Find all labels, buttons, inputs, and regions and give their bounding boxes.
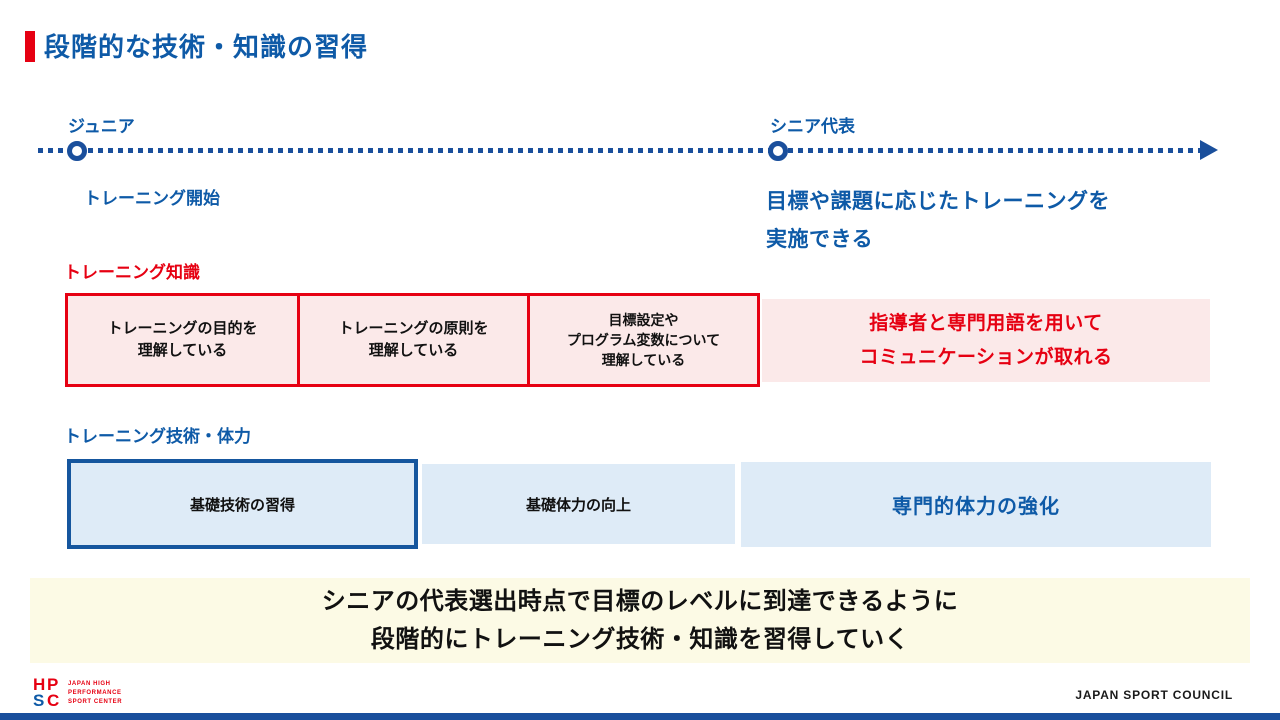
knowledge-stage-box: トレーニングの原則を 理解している <box>297 293 530 387</box>
knowledge-goal-box: 指導者と専門用語を用いて コミュニケーションが取れる <box>762 299 1210 382</box>
hpsc-logo: H P S C JAPAN HIGH PERFORMANCE SPORT CEN… <box>33 675 122 710</box>
timeline-junior-caption: トレーニング開始 <box>84 189 220 208</box>
timeline-senior-node-icon <box>768 141 788 161</box>
logo-letter-p: P <box>47 675 59 694</box>
skills-stage-box: 基礎体力の向上 <box>422 464 735 544</box>
skills-section-heading: トレーニング技術・体力 <box>64 427 251 446</box>
logo-tagline-line: SPORT CENTER <box>68 699 123 705</box>
knowledge-stage-row: トレーニングの目的を 理解している トレーニングの原則を 理解している 目標設定… <box>65 293 760 387</box>
timeline-dotted-line <box>38 148 1200 153</box>
knowledge-section-heading: トレーニング知識 <box>64 263 200 282</box>
knowledge-stage-box: 目標設定や プログラム変数について 理解している <box>527 293 760 387</box>
page-title: 段階的な技術・知識の習得 <box>44 32 369 62</box>
logo-tagline-line: PERFORMANCE <box>68 690 122 696</box>
skills-stage-box: 基礎技術の習得 <box>67 459 418 549</box>
skills-goal-box: 専門的体力の強化 <box>741 462 1211 547</box>
timeline-senior-label: シニア代表 <box>770 117 855 136</box>
logo-tagline-line: JAPAN HIGH <box>68 681 111 687</box>
logo-letter-s: S <box>33 691 45 710</box>
hpsc-logo-letters: H P S C <box>33 675 61 710</box>
timeline-junior-label: ジュニア <box>68 117 135 136</box>
org-name: JAPAN SPORT COUNCIL <box>1075 688 1233 702</box>
summary-banner: シニアの代表選出時点で目標のレベルに到達できるように 段階的にトレーニング技術・… <box>30 578 1250 663</box>
hpsc-logo-tagline: JAPAN HIGH PERFORMANCE SPORT CENTER <box>68 677 122 709</box>
knowledge-stage-box: トレーニングの目的を 理解している <box>65 293 300 387</box>
timeline-junior-node-icon <box>67 141 87 161</box>
title-accent-bar <box>25 31 35 62</box>
logo-letter-c: C <box>47 691 60 710</box>
logo-letter-h: H <box>33 675 46 694</box>
timeline-senior-caption: 目標や課題に応じたトレーニングを 実施できる <box>766 190 1110 251</box>
timeline-arrowhead-icon <box>1200 140 1218 160</box>
bottom-accent-bar <box>0 713 1280 720</box>
